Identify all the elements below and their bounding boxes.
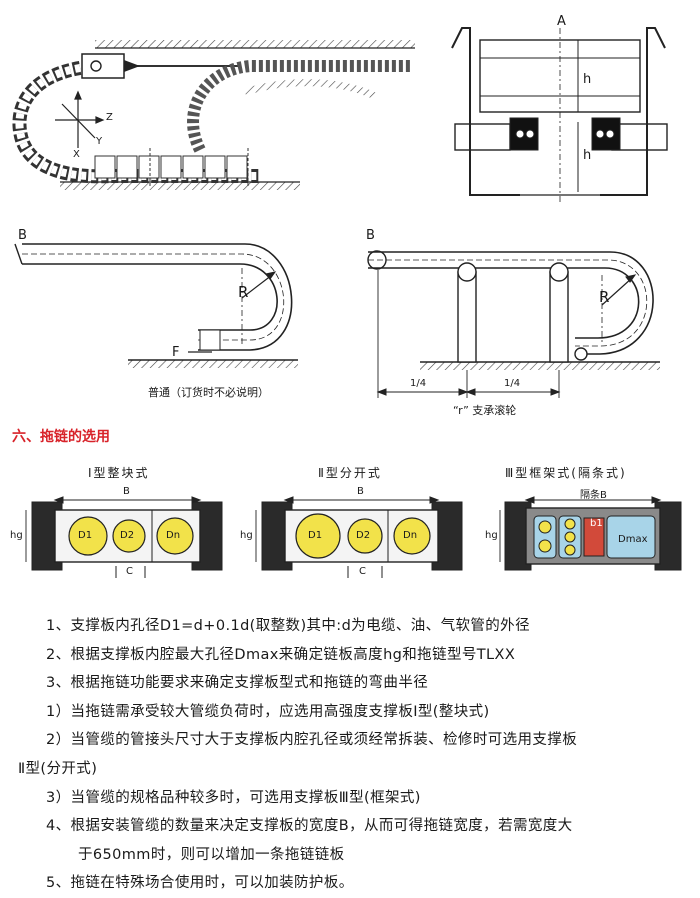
note-3-2-cont: Ⅱ型(分开式) <box>18 760 98 777</box>
type-3-title: Ⅲ型框架式(隔条式) <box>505 466 627 480</box>
type-3-hg: hg <box>485 530 498 541</box>
note-4: 4、根据安装管缆的数量来决定支撑板的宽度B，从而可得拖链宽度，若需宽度大 <box>46 818 573 835</box>
type-2-title: Ⅱ型分开式 <box>318 466 382 480</box>
type-2-dn: Dn <box>403 530 418 541</box>
label-quarter-1: 1/4 <box>410 378 427 389</box>
chain-cross-section-diagram <box>451 27 668 205</box>
chain-perspective-diagram <box>12 40 415 190</box>
type-2-hg: hg <box>240 530 253 541</box>
type-2-d1: D1 <box>308 530 323 541</box>
type-1-d2: D2 <box>120 530 135 541</box>
type-2-d2: D2 <box>356 530 371 541</box>
type-1-c: C <box>126 566 133 577</box>
note-4-cont: 于650mm时，则可以增加一条拖链链板 <box>78 846 345 863</box>
label-f: F <box>172 345 180 360</box>
type-1-dn: Dn <box>166 530 181 541</box>
note-1: 1、支撑板内孔径D1=d+0.1d(取整数)其中:d为电缆、油、气软管的外径 <box>46 618 530 634</box>
label-a: A <box>557 14 566 29</box>
type-3-dmax: Dmax <box>618 534 648 545</box>
type-1-b: B <box>123 486 130 497</box>
note-3-3: 3）当管缆的规格品种较多时，可选用支撑板Ⅲ型(框架式) <box>46 789 421 806</box>
label-axis-z: Z <box>106 112 113 123</box>
selection-notes: 1、支撑板内孔径D1=d+0.1d(取整数)其中:d为电缆、油、气软管的外径 2… <box>18 612 690 898</box>
bend-radius-diagram-ordinary <box>14 243 298 368</box>
note-3-1: 1）当拖链需承受较大管缆负荷时，应选用高强度支撑板Ⅰ型(整块式) <box>46 703 490 720</box>
section-title: 六、拖链的选用 <box>12 429 110 445</box>
label-r-right: R <box>599 288 610 306</box>
type-1-hg: hg <box>10 530 23 541</box>
label-quarter-2: 1/4 <box>504 378 521 389</box>
note-3: 3、根据拖链功能要求来确定支撑板型式和拖链的弯曲半径 <box>46 675 429 692</box>
note-3-2: 2）当管缆的管接头尺寸大于支撑板内腔孔径或须经常拆装、检修时可选用支撑板 <box>46 732 578 749</box>
type-2-c: C <box>359 566 366 577</box>
caption-ordinary: 普通（订货时不必说明） <box>148 386 269 399</box>
support-board-type-1 <box>25 496 223 578</box>
label-b-left: B <box>18 228 27 243</box>
type-1-d1: D1 <box>78 530 93 541</box>
label-b-right: B <box>366 228 375 243</box>
note-2: 2、根据支撑板内腔最大孔径Dmax来确定链板高度hg和拖链型号TLXX <box>46 646 516 663</box>
type-1-title: Ⅰ型整块式 <box>88 466 150 480</box>
bend-radius-diagram-support-rollers <box>367 250 660 398</box>
note-5: 5、拖链在特殊场合使用时，可以加装防护板。 <box>46 875 354 892</box>
label-h-lower: h <box>583 148 592 163</box>
type-3-b1: b1 <box>590 518 603 529</box>
support-board-type-2 <box>255 496 463 578</box>
caption-support-roller: “r” 支承滚轮 <box>453 404 517 417</box>
label-axis-x: X <box>73 149 80 160</box>
label-axis-y: Y <box>96 136 103 147</box>
type-2-b: B <box>357 486 364 497</box>
label-r-left: R <box>238 283 249 301</box>
support-board-type-3 <box>499 496 682 571</box>
type-3-b: 隔条B <box>580 490 607 501</box>
label-h-upper: h <box>583 72 592 87</box>
diagram-canvas <box>12 27 682 578</box>
